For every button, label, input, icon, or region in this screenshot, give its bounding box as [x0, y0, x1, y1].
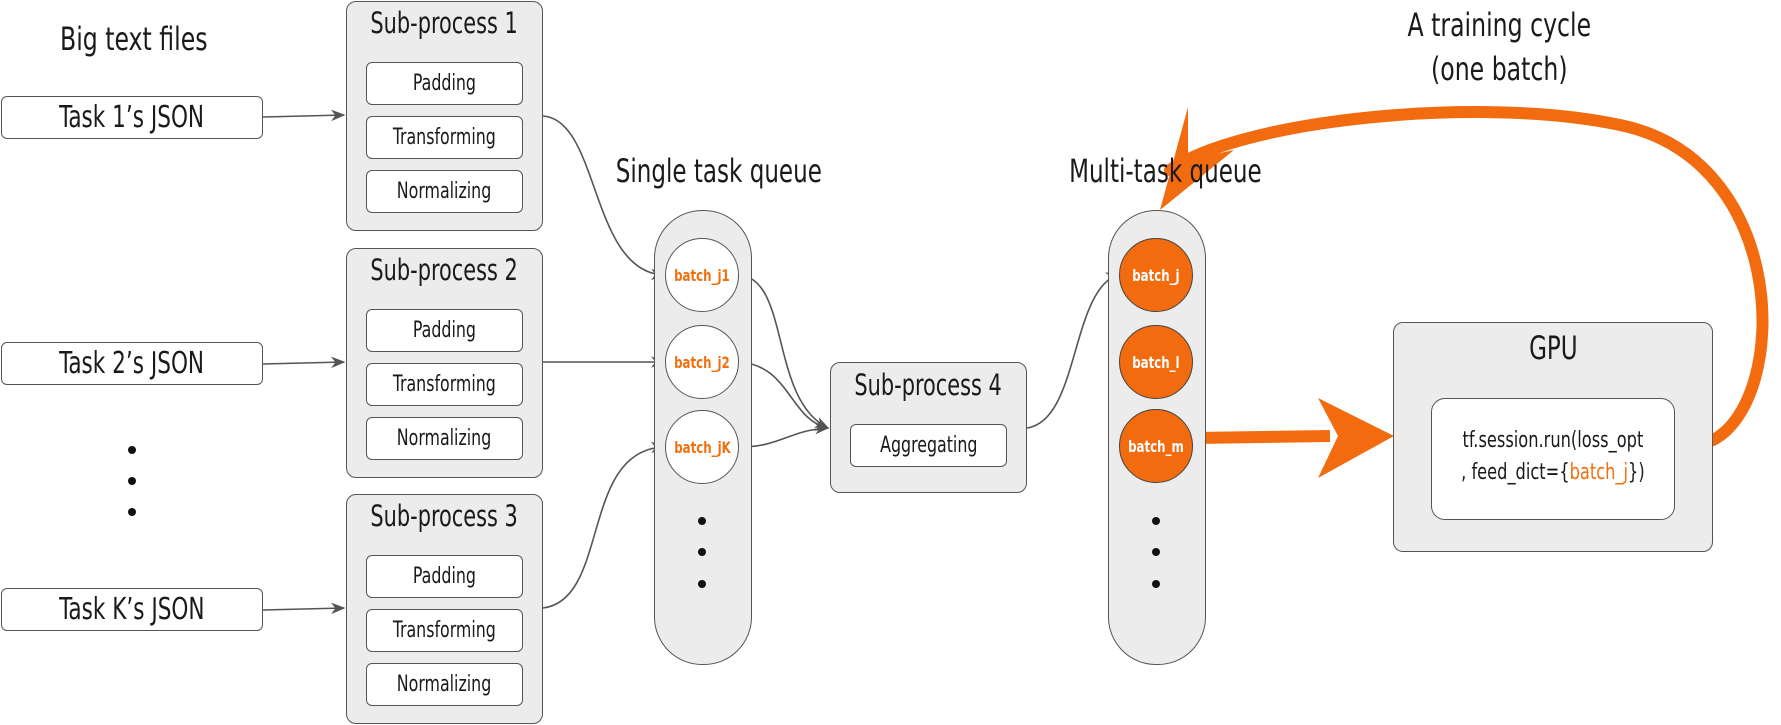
subprocess-4-title: Sub-process 4: [854, 368, 1003, 402]
subprocess-3: Sub-process 3 Padding Transforming Norma…: [346, 494, 543, 724]
ellipsis-dot: [128, 508, 136, 516]
subprocess-2: Sub-process 2 Padding Transforming Norma…: [346, 248, 543, 478]
subprocess-1-title: Sub-process 1: [370, 6, 519, 40]
subprocess-3-title: Sub-process 3: [370, 499, 519, 533]
task-2-label: Task 2’s JSON: [59, 346, 205, 381]
batch-j2: batch_j2: [665, 325, 739, 399]
ellipsis-dot: [698, 580, 706, 588]
step-normalizing: Normalizing: [366, 417, 523, 460]
task-k-json: Task K’s JSON: [1, 588, 263, 631]
multi-queue-title: Multi-task queue: [1069, 152, 1262, 190]
task-k-label: Task K’s JSON: [59, 592, 205, 627]
subprocess-2-title: Sub-process 2: [370, 253, 519, 287]
arrow-task1-to-sub1: [262, 109, 346, 122]
step-padding: Padding: [366, 62, 523, 105]
step-transforming: Transforming: [366, 363, 523, 406]
big-text-files-label: Big text files: [60, 20, 208, 58]
step-transforming: Transforming: [366, 116, 523, 159]
arrow-taskk-to-sub3: [262, 602, 346, 615]
batch-jk: batch_jK: [665, 410, 739, 484]
subprocess-1: Sub-process 1 Padding Transforming Norma…: [346, 1, 543, 231]
task-1-json: Task 1’s JSON: [1, 96, 263, 139]
batch-m: batch_m: [1119, 409, 1193, 483]
training-cycle-label-line1: A training cycle: [1407, 6, 1592, 44]
arrow-jk-to-agg: [739, 422, 830, 448]
ellipsis-dot: [128, 446, 136, 454]
step-normalizing: Normalizing: [366, 663, 523, 706]
batch-l: batch_l: [1119, 325, 1193, 399]
ellipsis-dot: [128, 477, 136, 485]
ellipsis-dot: [1152, 548, 1160, 556]
ellipsis-dot: [698, 517, 706, 525]
step-padding: Padding: [366, 309, 523, 352]
task-1-label: Task 1’s JSON: [59, 100, 205, 135]
gpu-box: GPU tf.session.run(loss_opt , feed_dict=…: [1393, 322, 1713, 552]
step-transforming: Transforming: [366, 609, 523, 652]
code-batch-highlight: batch_j: [1569, 460, 1629, 485]
arrow-sub1-to-batch-j1: [542, 115, 666, 281]
training-code: tf.session.run(loss_opt , feed_dict={bat…: [1431, 398, 1675, 520]
ellipsis-dot: [698, 548, 706, 556]
ellipsis-dot: [1152, 517, 1160, 525]
step-padding: Padding: [366, 555, 523, 598]
training-cycle-label-line2: (one batch): [1431, 50, 1568, 88]
arrow-j1-to-agg: [739, 274, 830, 429]
code-line-2-suffix: }): [1628, 460, 1645, 485]
code-line-2-prefix: , feed_dict={: [1461, 460, 1570, 485]
subprocess-4: Sub-process 4 Aggregating: [830, 362, 1027, 493]
code-line-1: tf.session.run(loss_opt: [1462, 428, 1644, 453]
batch-j1: batch_j1: [665, 238, 739, 312]
arrow-task2-to-sub2: [262, 356, 346, 369]
arrow-sub3-to-batch-jk: [542, 441, 666, 609]
task-2-json: Task 2’s JSON: [1, 342, 263, 385]
training-cycle-arrow: [1160, 106, 1769, 446]
feed-arrow: [1193, 398, 1394, 478]
step-normalizing: Normalizing: [366, 170, 523, 213]
gpu-title: GPU: [1528, 329, 1578, 367]
step-aggregating: Aggregating: [850, 424, 1007, 467]
batch-j: batch_j: [1119, 238, 1193, 312]
single-queue-title: Single task queue: [615, 152, 822, 190]
arrow-agg-to-multi: [1026, 272, 1121, 429]
ellipsis-dot: [1152, 580, 1160, 588]
